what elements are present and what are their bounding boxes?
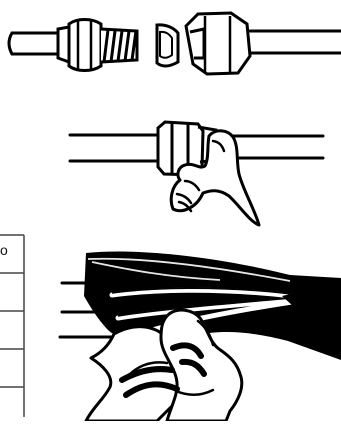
union-nut <box>186 13 250 74</box>
partial-table-cell-text: o <box>0 243 8 257</box>
partial-table <box>0 235 24 417</box>
ferrule-part <box>58 27 69 62</box>
partial-table-lines <box>0 235 24 417</box>
right-pipe <box>250 31 341 53</box>
left-pipe <box>9 33 58 54</box>
fitting-parts-separated-panel <box>9 13 341 74</box>
cable-wires-opened-panel <box>60 252 341 421</box>
middle-left-pipe <box>70 135 160 161</box>
nut-body <box>69 20 101 71</box>
fitting-assembled-in-hand-panel <box>70 122 323 225</box>
